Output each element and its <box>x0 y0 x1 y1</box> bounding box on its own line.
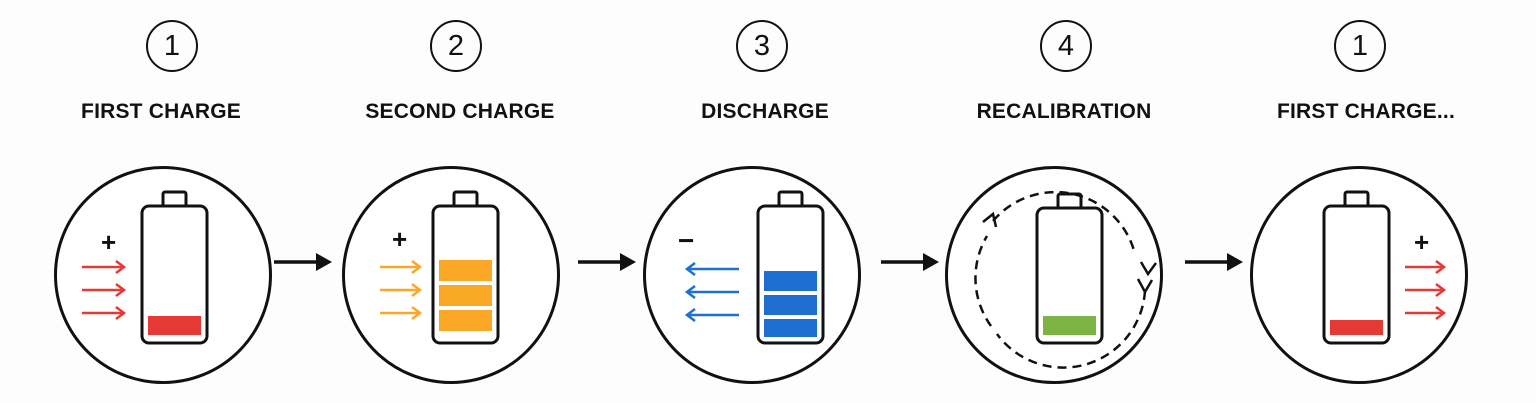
step-circle-5: + <box>1250 166 1468 384</box>
plus-sign: + <box>101 227 116 257</box>
step-circle-1: + <box>54 166 272 384</box>
battery-icon <box>1322 190 1391 345</box>
minus-sign: − <box>678 225 694 256</box>
battery-cell-3 <box>764 319 817 337</box>
cycle-arrows-icon <box>974 190 1147 369</box>
battery-icon <box>756 190 825 345</box>
step-number-3: 3 <box>736 20 788 72</box>
step-illustration-1: + <box>82 190 209 345</box>
flow-arrows-icon <box>684 262 739 322</box>
plus-sign: + <box>1414 227 1429 257</box>
arrow-right-icon <box>578 253 636 271</box>
battery-fill-level <box>148 316 201 335</box>
battery-icon <box>1035 192 1104 345</box>
flow-arrows-icon <box>380 260 423 320</box>
plus-sign: + <box>392 224 407 254</box>
cycle-arrowheads <box>982 211 1158 295</box>
step-circle-2: + <box>342 166 560 384</box>
step-number-2: 2 <box>430 20 482 72</box>
step-title-recalibration: RECALIBRATION <box>976 100 1152 123</box>
step-illustration-5: + <box>1322 190 1447 345</box>
flow-arrows-icon <box>82 260 127 320</box>
step-circle-4 <box>945 166 1163 384</box>
battery-icon <box>431 190 500 345</box>
step-title-discharge: DISCHARGE <box>701 100 829 123</box>
step-number-4: 4 <box>1040 20 1092 72</box>
battery-cell-1 <box>764 271 817 291</box>
step-number-1-repeat: 1 <box>1334 20 1386 72</box>
step-title-second-charge: SECOND CHARGE <box>365 100 555 123</box>
arrow-right-icon <box>1185 253 1243 271</box>
battery-fill-level <box>1330 320 1383 335</box>
battery-icon <box>140 190 209 345</box>
battery-cell-3 <box>439 310 492 331</box>
step-title-first-charge-repeat: FIRST CHARGE... <box>1276 100 1455 123</box>
battery-cell-1 <box>439 260 492 281</box>
step-illustration-3: − <box>678 190 825 345</box>
step-circle-3: − <box>643 166 861 384</box>
step-illustration-2: + <box>380 190 500 345</box>
battery-cell-2 <box>439 285 492 306</box>
arrow-right-icon <box>881 253 939 271</box>
battery-fill-level <box>1043 316 1096 335</box>
step-title-first-charge: FIRST CHARGE <box>81 100 241 123</box>
step-number-1: 1 <box>146 20 198 72</box>
battery-cell-2 <box>764 295 817 315</box>
arrow-right-icon <box>274 253 332 271</box>
step-illustration-4 <box>974 190 1158 369</box>
flow-arrows-icon <box>1405 260 1447 320</box>
